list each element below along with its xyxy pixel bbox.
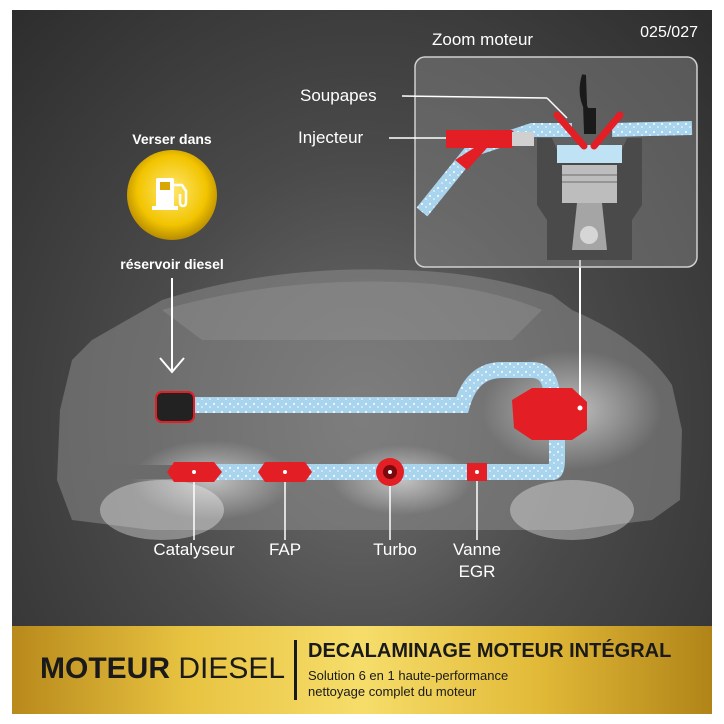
fuel-line bbox=[187, 362, 565, 414]
engine-component bbox=[512, 388, 587, 440]
zoom-title: Zoom moteur bbox=[432, 30, 534, 49]
product-banner: MOTEUR DIESEL DECALAMINAGE MOTEUR INTÉGR… bbox=[12, 626, 712, 714]
label-fap: FAP bbox=[268, 540, 302, 559]
label-vanne: Vanne bbox=[453, 540, 501, 559]
banner-product-type-bold: MOTEUR bbox=[40, 652, 170, 685]
fuel-instruction-bottom: réservoir diesel bbox=[120, 256, 224, 272]
catalyseur-component bbox=[167, 462, 222, 482]
infographic-frame: 025/027 Zoom moteur Soupapes Injecteur V… bbox=[12, 10, 712, 714]
banner-subtitle-line1: Solution 6 en 1 haute-performance bbox=[308, 668, 509, 683]
fuel-tank bbox=[155, 391, 195, 423]
valve-right bbox=[590, 111, 624, 150]
fuel-instruction-top: Verser dans bbox=[132, 131, 212, 147]
rear-wheel bbox=[510, 480, 634, 540]
banner-product-type: MOTEUR DIESEL bbox=[40, 652, 285, 686]
combustion-chamber bbox=[557, 145, 622, 163]
valve-left bbox=[553, 111, 588, 150]
diagram-graphics bbox=[57, 56, 698, 540]
banner-product-type-regular: DIESEL bbox=[178, 652, 286, 685]
turbo-component bbox=[376, 458, 404, 486]
vanne-egr-component bbox=[467, 463, 487, 481]
injector bbox=[446, 130, 520, 170]
banner-title: DECALAMINAGE MOTEUR INTÉGRAL bbox=[308, 640, 672, 662]
label-egr: EGR bbox=[458, 562, 496, 581]
fap-component bbox=[258, 462, 312, 482]
exhaust-line bbox=[172, 430, 565, 480]
banner-separator bbox=[294, 640, 297, 700]
label-catalyseur: Catalyseur bbox=[153, 540, 235, 559]
fuel-pump-icon bbox=[152, 178, 188, 210]
car-window bbox=[162, 281, 542, 340]
page-counter: 025/027 bbox=[640, 24, 698, 41]
tailpipe bbox=[86, 465, 176, 479]
label-soupapes: Soupapes bbox=[300, 86, 377, 105]
piston bbox=[562, 165, 617, 203]
label-injecteur: Injecteur bbox=[298, 128, 364, 147]
label-turbo: Turbo bbox=[373, 540, 417, 559]
banner-subtitle-line2: nettoyage complet du moteur bbox=[308, 684, 477, 699]
